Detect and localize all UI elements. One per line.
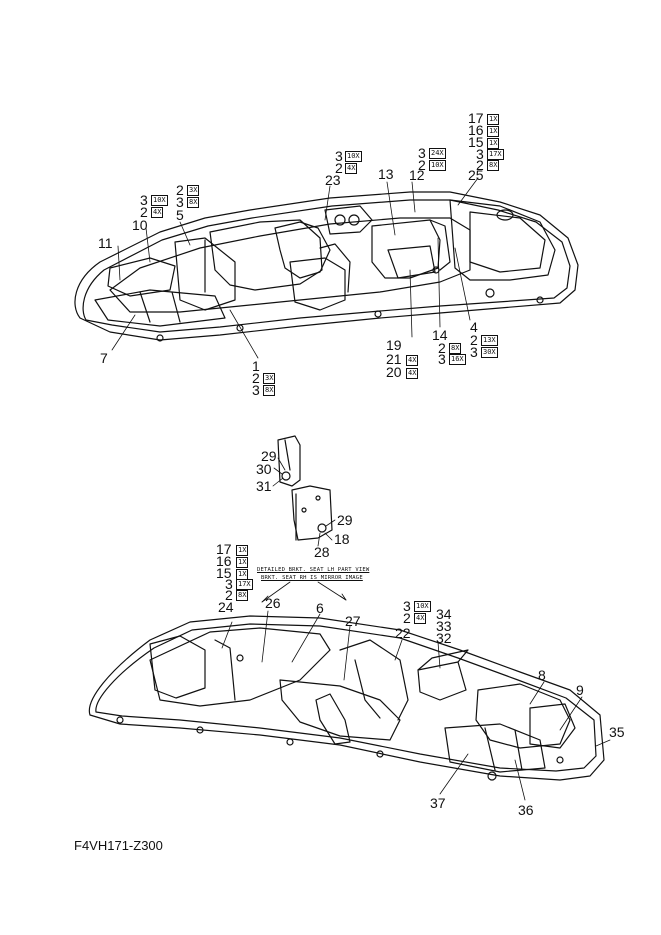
callout-2: 2 xyxy=(476,157,484,173)
callout-3: 3 xyxy=(335,148,343,164)
qty-box: 8X xyxy=(236,590,249,601)
seat-bracket-detail xyxy=(277,435,333,541)
callout-3: 3 xyxy=(418,145,426,161)
qty-box: 8X xyxy=(487,160,500,171)
callout-3: 3 xyxy=(438,351,446,367)
leader-lines-bottom xyxy=(221,610,611,801)
callout-17: 17 xyxy=(216,541,232,557)
figure-code: F4VH171-Z300 xyxy=(74,838,163,853)
callout-2: 2 xyxy=(176,182,184,198)
callout-18: 18 xyxy=(334,531,350,547)
callout-2: 2 xyxy=(438,340,446,356)
callout-29: 29 xyxy=(261,448,277,464)
callout-31: 31 xyxy=(256,478,272,494)
callout-16: 16 xyxy=(216,553,232,569)
qty-box: 24X xyxy=(429,148,446,159)
callout-2: 2 xyxy=(252,370,260,386)
callout-5: 5 xyxy=(176,207,184,223)
callout-25: 25 xyxy=(468,167,484,183)
upper-deck-assembly xyxy=(74,191,579,342)
qty-box: 4X xyxy=(414,613,427,624)
callout-10: 10 xyxy=(132,217,148,233)
callout-2: 2 xyxy=(470,332,478,348)
qty-box: 1X xyxy=(487,126,500,137)
callout-11: 11 xyxy=(98,235,113,251)
qty-box: 4X xyxy=(406,355,419,366)
callout-15: 15 xyxy=(216,565,232,581)
callout-27: 27 xyxy=(345,613,361,629)
callout-24: 24 xyxy=(218,599,234,615)
callout-35: 35 xyxy=(609,724,625,740)
callout-28: 28 xyxy=(314,544,330,560)
callout-12: 12 xyxy=(409,167,425,183)
callout-3: 3 xyxy=(225,576,233,592)
callout-20: 20 xyxy=(386,364,402,380)
callout-14: 14 xyxy=(432,327,448,343)
callout-19: 19 xyxy=(386,337,402,353)
callout-26: 26 xyxy=(265,595,281,611)
callout-15: 15 xyxy=(468,134,484,150)
qty-box: 4X xyxy=(151,207,164,218)
callout-4: 4 xyxy=(470,319,478,335)
callout-21: 21 xyxy=(386,351,402,367)
callout-7: 7 xyxy=(100,350,108,366)
callout-32: 32 xyxy=(436,630,452,646)
callout-22: 22 xyxy=(395,625,411,641)
qty-box: 3X xyxy=(187,185,200,196)
qty-box: 1X xyxy=(487,138,500,149)
lower-deck-assembly xyxy=(88,615,605,781)
callout-29: 29 xyxy=(337,512,353,528)
callout-30: 30 xyxy=(256,461,272,477)
leader-lines-top xyxy=(111,177,479,359)
callout-3: 3 xyxy=(476,146,484,162)
qty-box: 30X xyxy=(481,347,498,358)
leader-lines-bracket xyxy=(261,457,347,603)
qty-box: 10X xyxy=(429,160,446,171)
callout-2: 2 xyxy=(140,204,148,220)
callout-3: 3 xyxy=(176,194,184,210)
qty-box: 16X xyxy=(449,354,466,365)
qty-box: 8X xyxy=(449,343,462,354)
qty-box: 17X xyxy=(236,579,253,590)
callout-36: 36 xyxy=(518,802,534,818)
callout-3: 3 xyxy=(140,192,148,208)
callout-9: 9 xyxy=(576,682,584,698)
callout-1: 1 xyxy=(252,358,260,374)
callout-33: 33 xyxy=(436,618,452,634)
callout-6: 6 xyxy=(316,600,324,616)
callout-8: 8 xyxy=(538,667,546,683)
qty-box: 1X xyxy=(487,114,500,125)
callout-3: 3 xyxy=(470,344,478,360)
qty-box: 10X xyxy=(345,151,362,162)
qty-box: 10X xyxy=(151,195,168,206)
callout-34: 34 xyxy=(436,606,452,622)
callout-13: 13 xyxy=(378,166,394,182)
qty-box: 17X xyxy=(487,149,504,160)
qty-box: 8X xyxy=(263,385,276,396)
qty-box: 13X xyxy=(481,335,498,346)
callout-17: 17 xyxy=(468,110,484,126)
qty-box: 4X xyxy=(345,163,358,174)
callout-37: 37 xyxy=(430,795,446,811)
callout-2: 2 xyxy=(403,610,411,626)
callout-2: 2 xyxy=(225,587,233,603)
detail-note-line-1: DETAILED BRKT. SEAT LH PART VIEW xyxy=(257,567,370,573)
callout-3: 3 xyxy=(252,382,260,398)
qty-box: 8X xyxy=(187,197,200,208)
detail-note-line-2: BRKT. SEAT RH IS MIRROR IMAGE xyxy=(261,575,363,581)
qty-box: 1X xyxy=(236,545,249,556)
callout-3: 3 xyxy=(403,598,411,614)
qty-box: 4X xyxy=(406,368,419,379)
callout-16: 16 xyxy=(468,122,484,138)
callout-2: 2 xyxy=(418,157,426,173)
qty-box: 10X xyxy=(414,601,431,612)
qty-box: 1X xyxy=(236,557,249,568)
callout-2: 2 xyxy=(335,160,343,176)
callout-23: 23 xyxy=(325,172,341,188)
qty-box: 3X xyxy=(263,373,276,384)
